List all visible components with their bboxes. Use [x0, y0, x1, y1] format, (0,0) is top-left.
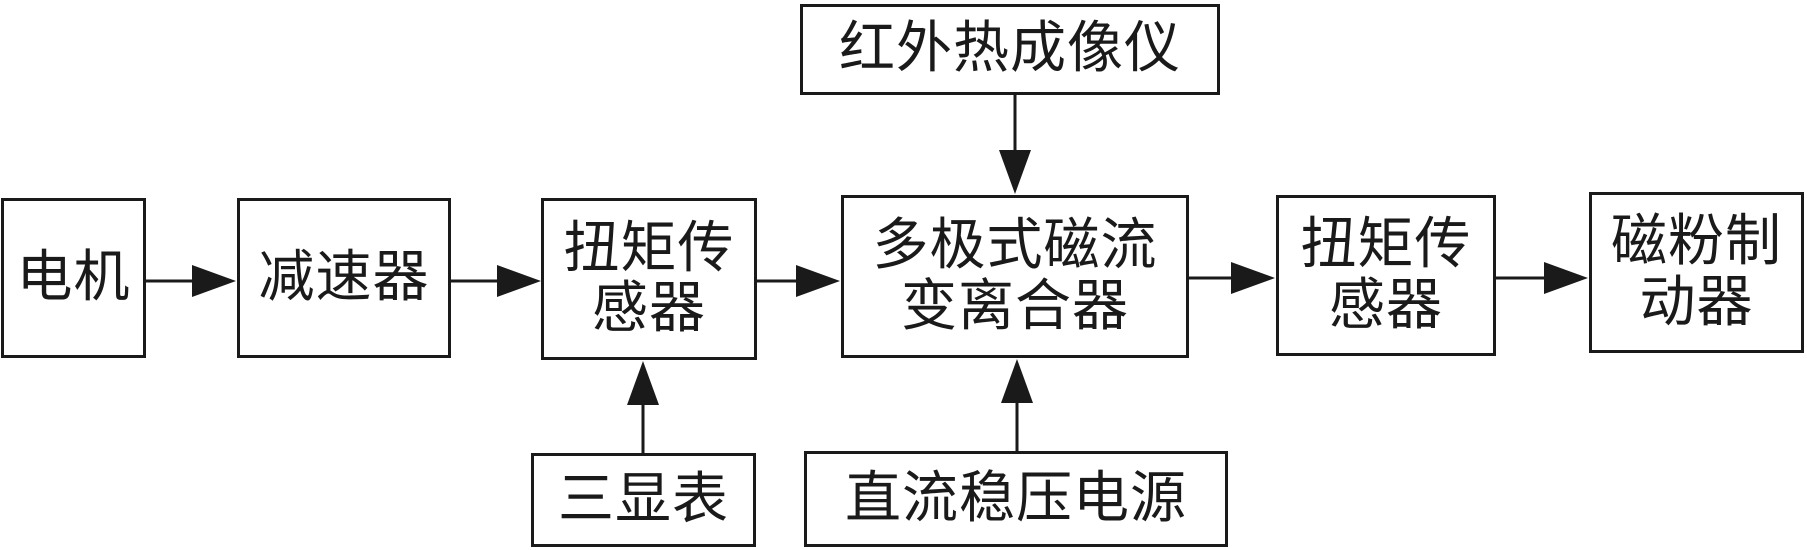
arrowhead-torque-sensor-1 — [497, 265, 541, 297]
thermal-imager-box: 红外热成像仪 — [800, 4, 1220, 95]
arrowhead-reducer — [192, 265, 236, 297]
torque-sensor-2-label: 扭矩传 感器 — [1300, 212, 1472, 338]
display-meter-box: 三显表 — [531, 453, 756, 547]
torque-sensor-1-label: 扭矩传 感器 — [563, 215, 735, 341]
reducer-label: 减速器 — [258, 244, 430, 310]
torque-sensor-1-box: 扭矩传 感器 — [541, 198, 757, 360]
arrowhead-clutch-top — [999, 150, 1031, 194]
reducer-box: 减速器 — [237, 198, 451, 358]
arrowhead-torque-sensor-2 — [1231, 262, 1275, 294]
dc-power-box: 直流稳压电源 — [804, 451, 1228, 547]
mr-clutch-label: 多极式磁流 变离合器 — [872, 213, 1158, 339]
arrowhead-clutch-bottom — [1001, 359, 1033, 403]
arrowhead-torque-sensor-1-bottom — [627, 361, 659, 405]
arrowhead-brake — [1544, 262, 1588, 294]
motor-label: 电机 — [16, 244, 131, 310]
dc-power-label: 直流稳压电源 — [845, 465, 1187, 531]
mr-clutch-box: 多极式磁流 变离合器 — [841, 195, 1189, 358]
arrowhead-clutch-left — [796, 265, 840, 297]
torque-sensor-2-box: 扭矩传 感器 — [1276, 195, 1496, 356]
brake-box: 磁粉制 动器 — [1589, 192, 1804, 353]
motor-box: 电机 — [1, 198, 146, 358]
brake-label: 磁粉制 动器 — [1611, 209, 1782, 335]
thermal-imager-label: 红外热成像仪 — [839, 16, 1181, 82]
display-meter-label: 三显表 — [558, 466, 729, 532]
